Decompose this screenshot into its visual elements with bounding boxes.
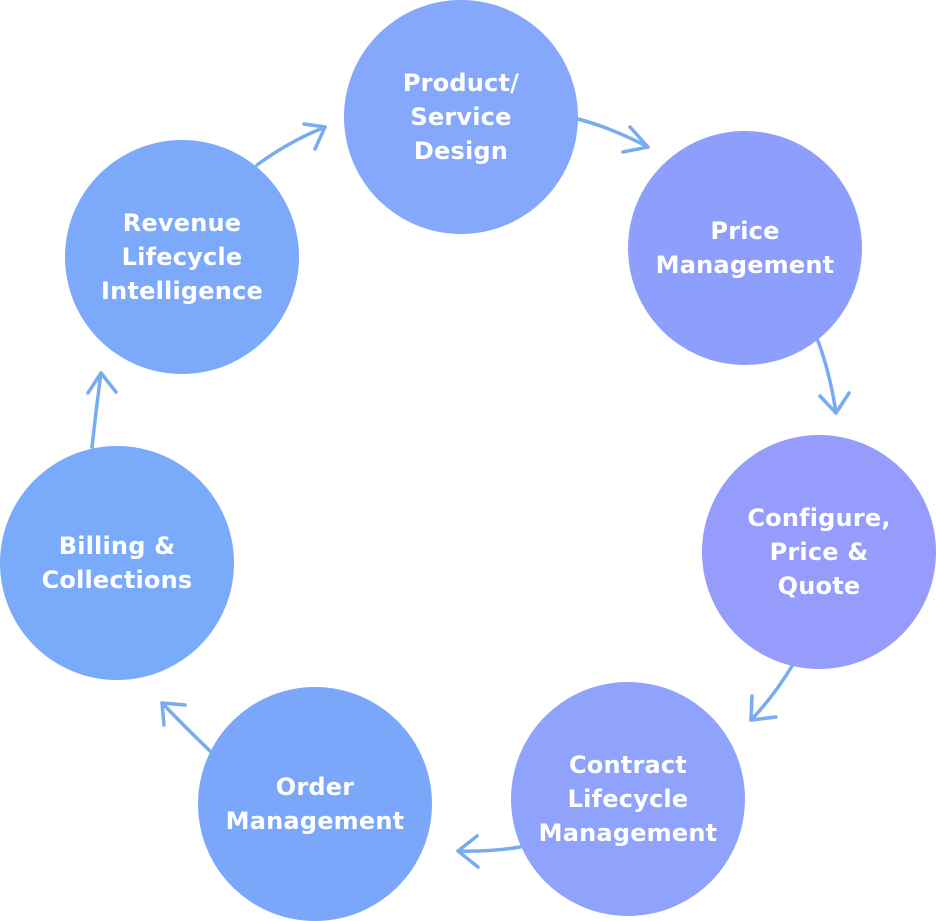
arrow-price-to-cpq [816, 339, 838, 415]
stage-price-management: Price Management [628, 131, 862, 365]
stage-order-management: Order Management [198, 687, 432, 921]
stage-label: Product/ Service Design [402, 69, 520, 165]
stage-billing-collections: Billing & Collections [0, 446, 234, 680]
arrowhead-price-to-cpq [818, 391, 851, 415]
arrowhead-cpq-to-contract [749, 694, 778, 722]
arrow-billing-to-revenue [90, 371, 103, 449]
stage-label: Contract Lifecycle Management [538, 751, 718, 847]
arrow-cpq-to-contract [749, 664, 794, 722]
arrowhead-design-to-price [621, 125, 650, 154]
stage-label: Order Management [225, 773, 405, 835]
stage-label: Configure, Price & Quote [747, 504, 891, 600]
arrowhead-revenue-to-design [302, 122, 327, 151]
stage-configure-price-quote: Configure, Price & Quote [702, 435, 936, 669]
arrow-contract-to-order [456, 845, 522, 853]
arrow-revenue-to-design [255, 125, 327, 167]
stage-revenue-lifecycle-intelligence: Revenue Lifecycle Intelligence [65, 140, 299, 374]
arrowhead-order-to-billing [160, 701, 187, 727]
arrow-order-to-billing [160, 701, 212, 753]
stage-label: Revenue Lifecycle Intelligence [101, 209, 263, 305]
arrowhead-billing-to-revenue [86, 371, 118, 395]
stage-label: Price Management [655, 217, 835, 279]
stage-contract-lifecycle-management: Contract Lifecycle Management [511, 682, 745, 916]
stage-product-service-design: Product/ Service Design [344, 0, 578, 234]
arrowhead-contract-to-order [456, 834, 480, 869]
stage-label: Billing & Collections [41, 532, 193, 594]
arrow-design-to-price [576, 117, 650, 149]
